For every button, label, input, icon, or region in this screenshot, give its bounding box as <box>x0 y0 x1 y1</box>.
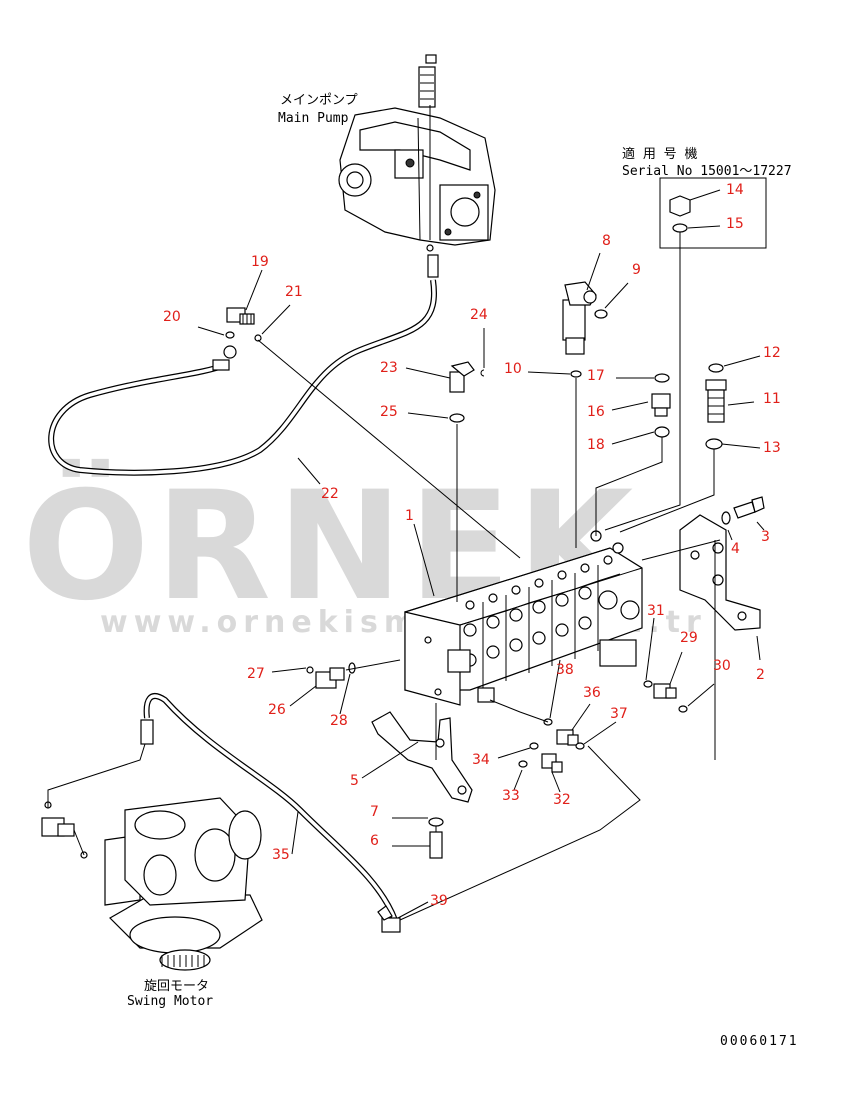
main-pump-caption-jp: メインポンプ <box>280 93 358 108</box>
oring-30 <box>678 705 688 713</box>
part-label-37: 37 <box>610 706 628 722</box>
part-label-14: 14 <box>726 182 744 198</box>
oring-20 <box>225 331 235 339</box>
swing-motor-drawing: 旋回モータ Swing Motor <box>41 797 263 1009</box>
serial-box: 適 用 号 機 Serial No 15001～17227 <box>622 146 792 249</box>
oring-10 <box>570 370 582 378</box>
part-label-30: 30 <box>713 658 731 674</box>
part-label-3: 3 <box>761 529 770 545</box>
assembly-lines <box>47 232 721 921</box>
bolt-6 <box>429 831 443 859</box>
elbow-26 <box>315 667 345 689</box>
hose-22 <box>48 254 439 476</box>
main-pump-drawing: メインポンプ Main Pump <box>278 54 496 252</box>
part-label-21: 21 <box>285 284 303 300</box>
valve-block-1 <box>404 530 643 706</box>
part-label-9: 9 <box>632 262 641 278</box>
oring-17 <box>654 373 670 383</box>
swing-motor-caption-jp: 旋回モータ <box>144 979 209 994</box>
part-label-4: 4 <box>731 541 740 557</box>
part-label-25: 25 <box>380 404 398 420</box>
part-label-8: 8 <box>602 233 611 249</box>
part-label-5: 5 <box>350 773 359 789</box>
part-label-20: 20 <box>163 309 181 325</box>
plug-16 <box>651 393 671 417</box>
drawing-number: 00060171 <box>720 1034 799 1049</box>
part-label-16: 16 <box>587 404 605 420</box>
bolt-3 <box>733 496 765 519</box>
oring-27 <box>306 666 314 674</box>
part-label-23: 23 <box>380 360 398 376</box>
oring-25 <box>449 413 465 423</box>
part-label-19: 19 <box>251 254 269 270</box>
serial-caption-jp: 適 用 号 機 <box>622 146 697 162</box>
part-label-24: 24 <box>470 307 488 323</box>
connector-36 <box>556 729 579 746</box>
serial-caption-en: Serial No 15001～17227 <box>622 164 792 179</box>
part-label-13: 13 <box>763 440 781 456</box>
part-label-29: 29 <box>680 630 698 646</box>
part-label-10: 10 <box>504 361 522 377</box>
hose-35 <box>140 693 401 933</box>
oring-33 <box>518 760 528 768</box>
part-labels: 1 2 3 4 5 6 7 8 9 10 11 12 13 14 15 16 1… <box>163 182 781 909</box>
part-label-18: 18 <box>587 437 605 453</box>
part-label-2: 2 <box>756 667 765 683</box>
part-label-11: 11 <box>763 391 781 407</box>
oring-18 <box>654 426 670 438</box>
elbow-8 <box>562 281 597 355</box>
part-label-26: 26 <box>268 702 286 718</box>
oring-31 <box>643 680 653 688</box>
oring-9 <box>594 309 608 319</box>
clip-24 <box>480 369 485 377</box>
oring-21 <box>254 334 262 342</box>
oring-37 <box>575 742 585 750</box>
oring-13 <box>705 438 723 450</box>
part-label-38: 38 <box>556 662 574 678</box>
part-label-6: 6 <box>370 833 379 849</box>
fitting-19 <box>226 307 255 325</box>
washer-7 <box>428 817 444 827</box>
part-label-32: 32 <box>553 792 571 808</box>
part-label-34: 34 <box>472 752 490 768</box>
part-label-31: 31 <box>647 603 665 619</box>
part-label-22: 22 <box>321 486 339 502</box>
main-pump-caption-en: Main Pump <box>278 111 349 126</box>
connector-32 <box>541 753 563 773</box>
part-label-12: 12 <box>763 345 781 361</box>
swing-motor-caption-en: Swing Motor <box>127 994 213 1009</box>
part-label-36: 36 <box>583 685 601 701</box>
connector-29 <box>653 683 677 699</box>
part-label-1: 1 <box>405 508 414 524</box>
washer-4 <box>721 511 731 525</box>
part-label-15: 15 <box>726 216 744 232</box>
part-label-28: 28 <box>330 713 348 729</box>
adapter-11 <box>705 379 727 423</box>
part-label-33: 33 <box>502 788 520 804</box>
oring-34 <box>529 742 539 750</box>
part-label-27: 27 <box>247 666 265 682</box>
leader-lines <box>197 189 765 919</box>
part-label-17: 17 <box>587 368 605 384</box>
oring-12 <box>708 363 724 373</box>
elbow-23 <box>449 361 475 393</box>
part-label-39: 39 <box>430 893 448 909</box>
clamp-5 <box>371 711 473 803</box>
part-label-7: 7 <box>370 804 379 820</box>
part-label-35: 35 <box>272 847 290 863</box>
